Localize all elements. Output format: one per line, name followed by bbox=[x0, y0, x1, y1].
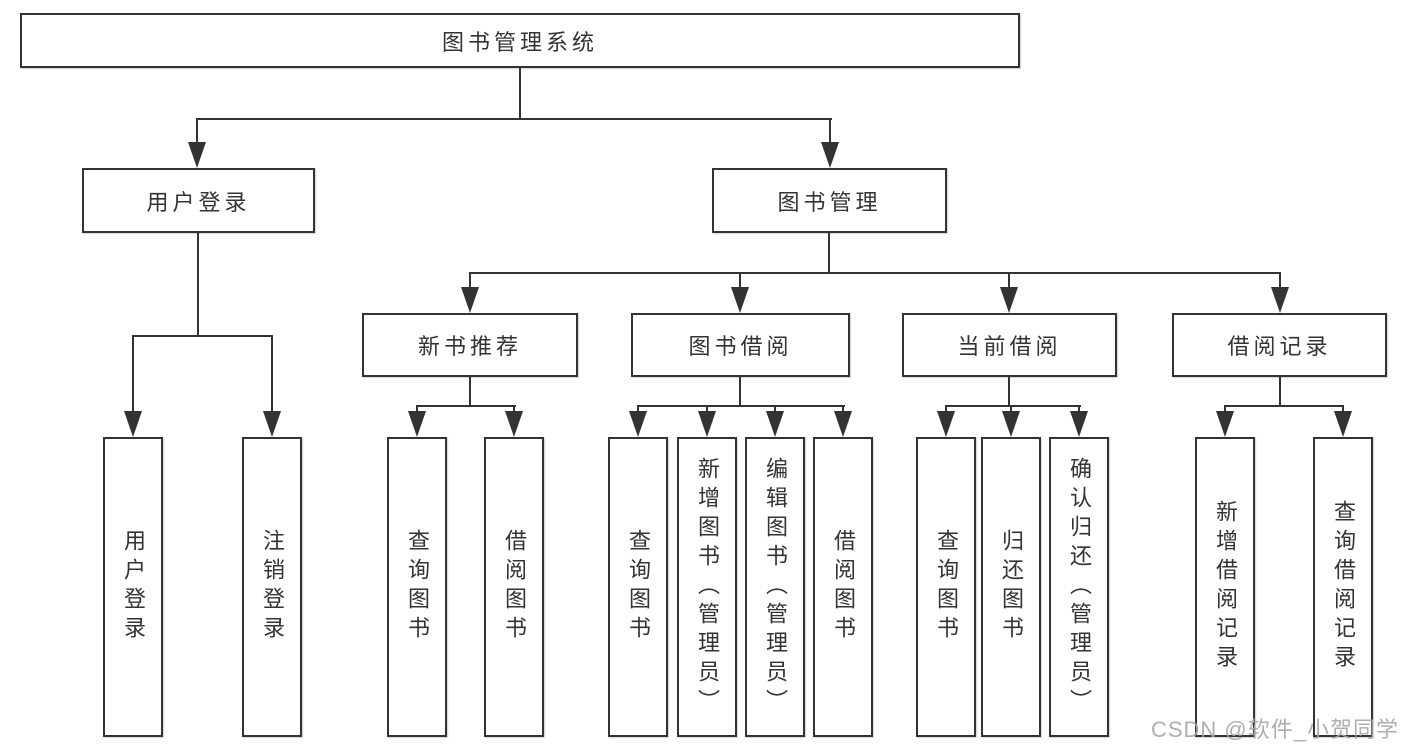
leaf-return-books: 归还图书 bbox=[981, 437, 1041, 737]
csdn-watermark: CSDN @软件_小贺同学 bbox=[1150, 717, 1399, 742]
arrow-down-icon bbox=[124, 411, 142, 437]
node-book-management: 图书管理 bbox=[712, 168, 947, 233]
arrow-down-icon bbox=[1000, 287, 1018, 313]
connector-line bbox=[739, 377, 741, 407]
leaf-add-books-admin: 新增图书（管理员） bbox=[677, 437, 737, 737]
leaf-label: 新增借阅记录 bbox=[1213, 500, 1238, 674]
connector-line bbox=[196, 118, 198, 148]
connector-line bbox=[637, 405, 845, 407]
leaf-label: 确认归还（管理员） bbox=[1067, 456, 1092, 718]
arrow-down-icon bbox=[629, 411, 647, 437]
node-label: 新书推荐 bbox=[417, 334, 522, 359]
arrow-down-icon bbox=[937, 411, 955, 437]
leaf-label: 借阅图书 bbox=[502, 529, 527, 645]
connector-line bbox=[469, 272, 1281, 274]
node-user-login: 用户登录 bbox=[82, 168, 315, 233]
connector-line bbox=[829, 118, 831, 148]
connector-line bbox=[1008, 272, 1010, 293]
leaf-label: 注销登录 bbox=[260, 529, 285, 645]
node-library-management-system: 图书管理系统 bbox=[20, 13, 1020, 68]
connector-line bbox=[416, 405, 516, 407]
connector-line bbox=[469, 377, 471, 407]
connector-line bbox=[1279, 377, 1281, 407]
leaf-label: 编辑图书（管理员） bbox=[763, 456, 788, 718]
arrow-down-icon bbox=[821, 142, 839, 168]
leaf-add-borrow-record: 新增借阅记录 bbox=[1195, 437, 1255, 737]
arrow-down-icon bbox=[408, 411, 426, 437]
leaf-borrow-books-borrowing: 借阅图书 bbox=[813, 437, 873, 737]
connector-line bbox=[945, 405, 1081, 407]
leaf-label: 查询图书 bbox=[934, 529, 959, 645]
arrow-down-icon bbox=[1002, 411, 1020, 437]
arrow-down-icon bbox=[188, 142, 206, 168]
node-label: 当前借阅 bbox=[957, 334, 1062, 359]
connector-line bbox=[519, 68, 521, 120]
leaf-label: 查询图书 bbox=[626, 529, 651, 645]
connector-line bbox=[469, 272, 471, 293]
leaf-query-books-current: 查询图书 bbox=[916, 437, 976, 737]
arrow-down-icon bbox=[766, 411, 784, 437]
connector-line bbox=[196, 118, 832, 120]
leaf-label: 查询图书 bbox=[405, 529, 430, 645]
leaf-user-login: 用户登录 bbox=[103, 437, 163, 737]
node-label: 图书借阅 bbox=[688, 334, 793, 359]
node-label: 图书管理 bbox=[777, 189, 882, 215]
node-label: 图书管理系统 bbox=[441, 29, 598, 55]
leaf-logout-login: 注销登录 bbox=[242, 437, 302, 737]
leaf-borrow-books-recommend: 借阅图书 bbox=[484, 437, 544, 737]
connector-line bbox=[132, 335, 134, 417]
arrow-down-icon bbox=[263, 411, 281, 437]
connector-line bbox=[828, 233, 830, 274]
leaf-query-books-recommend: 查询图书 bbox=[387, 437, 447, 737]
arrow-down-icon bbox=[461, 287, 479, 313]
node-book-borrowing: 图书借阅 bbox=[631, 313, 850, 377]
connector-line bbox=[132, 335, 273, 337]
node-new-book-recommendation: 新书推荐 bbox=[362, 313, 578, 377]
arrow-down-icon bbox=[834, 411, 852, 437]
leaf-label: 查询借阅记录 bbox=[1331, 500, 1356, 674]
leaf-edit-books-admin: 编辑图书（管理员） bbox=[745, 437, 805, 737]
connector-line bbox=[197, 233, 199, 335]
connector-line bbox=[1008, 377, 1010, 407]
arrow-down-icon bbox=[1334, 411, 1352, 437]
connector-line bbox=[739, 272, 741, 293]
leaf-query-borrow-record: 查询借阅记录 bbox=[1313, 437, 1373, 737]
leaf-query-books-borrowing: 查询图书 bbox=[608, 437, 668, 737]
connector-line bbox=[1224, 405, 1344, 407]
node-label: 借阅记录 bbox=[1227, 334, 1332, 359]
arrow-down-icon bbox=[1216, 411, 1234, 437]
node-current-borrowing: 当前借阅 bbox=[902, 313, 1117, 377]
leaf-label: 新增图书（管理员） bbox=[695, 456, 720, 718]
connector-line bbox=[271, 335, 273, 417]
leaf-confirm-return-admin: 确认归还（管理员） bbox=[1049, 437, 1109, 737]
arrow-down-icon bbox=[1070, 411, 1088, 437]
arrow-down-icon bbox=[505, 411, 523, 437]
connector-line bbox=[1279, 272, 1281, 293]
node-borrowing-records: 借阅记录 bbox=[1172, 313, 1387, 377]
arrow-down-icon bbox=[698, 411, 716, 437]
leaf-label: 借阅图书 bbox=[831, 529, 856, 645]
arrow-down-icon bbox=[731, 287, 749, 313]
leaf-label: 用户登录 bbox=[121, 529, 146, 645]
arrow-down-icon bbox=[1271, 287, 1289, 313]
node-label: 用户登录 bbox=[146, 189, 251, 215]
leaf-label: 归还图书 bbox=[999, 529, 1024, 645]
